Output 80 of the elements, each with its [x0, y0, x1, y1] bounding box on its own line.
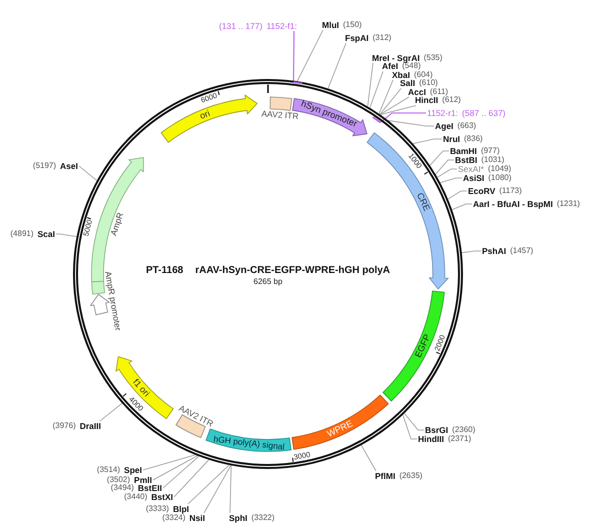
restriction-site-label: MreI - SgrAI (535)	[372, 54, 442, 62]
restriction-site-label: MluI (150)	[322, 20, 362, 30]
primer-label: 1152-r1: (587 .. 637)	[427, 108, 506, 118]
feature-label: ori	[199, 108, 212, 121]
feature-label: EGFP	[414, 333, 432, 360]
leader-line	[380, 96, 410, 115]
primer-label: (131 .. 177) 1152-f1:	[218, 22, 297, 30]
leader-line	[412, 138, 442, 144]
feature-arc	[158, 92, 260, 146]
leader-line	[404, 412, 424, 430]
leader-line	[448, 190, 468, 200]
restriction-site-label: PshAI (1457)	[482, 246, 534, 256]
feature-label: hGH poly(A) signal	[212, 434, 285, 452]
feature-label: f1 ori	[130, 378, 151, 399]
restriction-site-label: (3324) NsiI	[162, 514, 205, 522]
restriction-site-label: AgeI (663)	[435, 122, 476, 130]
feature-label: CRE	[414, 191, 432, 212]
restriction-site-label: AfeI (548)	[382, 62, 421, 71]
leader-line	[367, 62, 374, 107]
restriction-site-label: FspAI (312)	[345, 34, 392, 42]
leader-line	[142, 454, 196, 470]
feature-arc	[260, 96, 300, 122]
leader-line	[56, 234, 78, 238]
primer-site-mark	[292, 80, 303, 85]
leader-line	[378, 80, 394, 114]
leader-line	[430, 150, 450, 166]
leader-line	[188, 464, 230, 504]
restriction-site-label: HindIII (2371)	[418, 434, 472, 444]
leader-line	[380, 88, 402, 115]
leader-line	[174, 459, 210, 498]
restriction-site-label: AsiSI (1080)	[463, 174, 512, 182]
restriction-site-label: (3976) DraIII	[52, 422, 101, 430]
leader-line	[402, 414, 418, 440]
leader-line	[296, 30, 324, 82]
leader-line	[388, 120, 434, 126]
restriction-site-label: AarI - BfuAI - BspMI (1231)	[473, 200, 580, 208]
restriction-site-label: NruI (836)	[443, 134, 483, 144]
restriction-site-label: (4891) ScaI	[10, 230, 55, 238]
feature-arc	[205, 428, 292, 452]
restriction-site-label: (3514) SpeI	[96, 466, 142, 474]
restriction-site-label: (3440) BstXI	[124, 492, 173, 502]
leader-line	[204, 465, 232, 514]
primer-site-mark	[372, 116, 382, 124]
restriction-site-label: PflMI (2635)	[375, 472, 422, 480]
leader-line	[292, 31, 295, 82]
plasmid-length: 6265 bp	[254, 276, 282, 287]
leader-line	[360, 444, 376, 472]
leader-line	[452, 204, 472, 210]
restriction-site-label: XbaI (604)	[392, 70, 433, 80]
leader-line	[162, 456, 200, 488]
restriction-site-label: BstBI (1031)	[455, 156, 504, 164]
plasmid-name: rAAV-hSyn-CRE-EGFP-WPRE-hGH polyA	[195, 265, 390, 276]
restriction-site-label: SexAI* (1049)	[458, 164, 512, 174]
leader-line	[100, 402, 122, 422]
feature-arc	[291, 394, 390, 450]
restriction-site-label: SphI (3322)	[229, 514, 275, 522]
restriction-site-label: BamHI (977)	[450, 146, 500, 156]
feature-label: AmpR promoter	[104, 270, 123, 332]
leader-line	[380, 112, 426, 123]
feature-label: AmpR	[109, 210, 125, 236]
leader-line	[436, 168, 458, 178]
leader-line	[78, 166, 98, 181]
leader-line	[230, 465, 232, 514]
plasmid-id: PT-1168	[146, 265, 184, 276]
restriction-site-label: BsrGI (2360)	[425, 426, 476, 434]
restriction-site-label: (5197) AseI	[32, 162, 78, 170]
leader-line	[461, 250, 482, 254]
feature-label: AAV2 ITR	[177, 403, 214, 428]
restriction-site-label: (3333) BlpI	[146, 504, 189, 514]
restriction-site-label: (3494) BstEII	[110, 484, 162, 492]
leader-line	[380, 105, 416, 115]
leader-line	[152, 455, 198, 480]
feature-label: AAV2 ITR	[261, 110, 299, 122]
leader-line	[435, 160, 454, 175]
leader-line	[369, 71, 384, 108]
feature-arc	[382, 290, 446, 402]
leader-line	[328, 42, 346, 89]
leader-line	[440, 178, 462, 184]
restriction-site-label: EcoRV (1173)	[468, 186, 522, 196]
restriction-site-label: (3502) PmlI	[106, 476, 152, 484]
